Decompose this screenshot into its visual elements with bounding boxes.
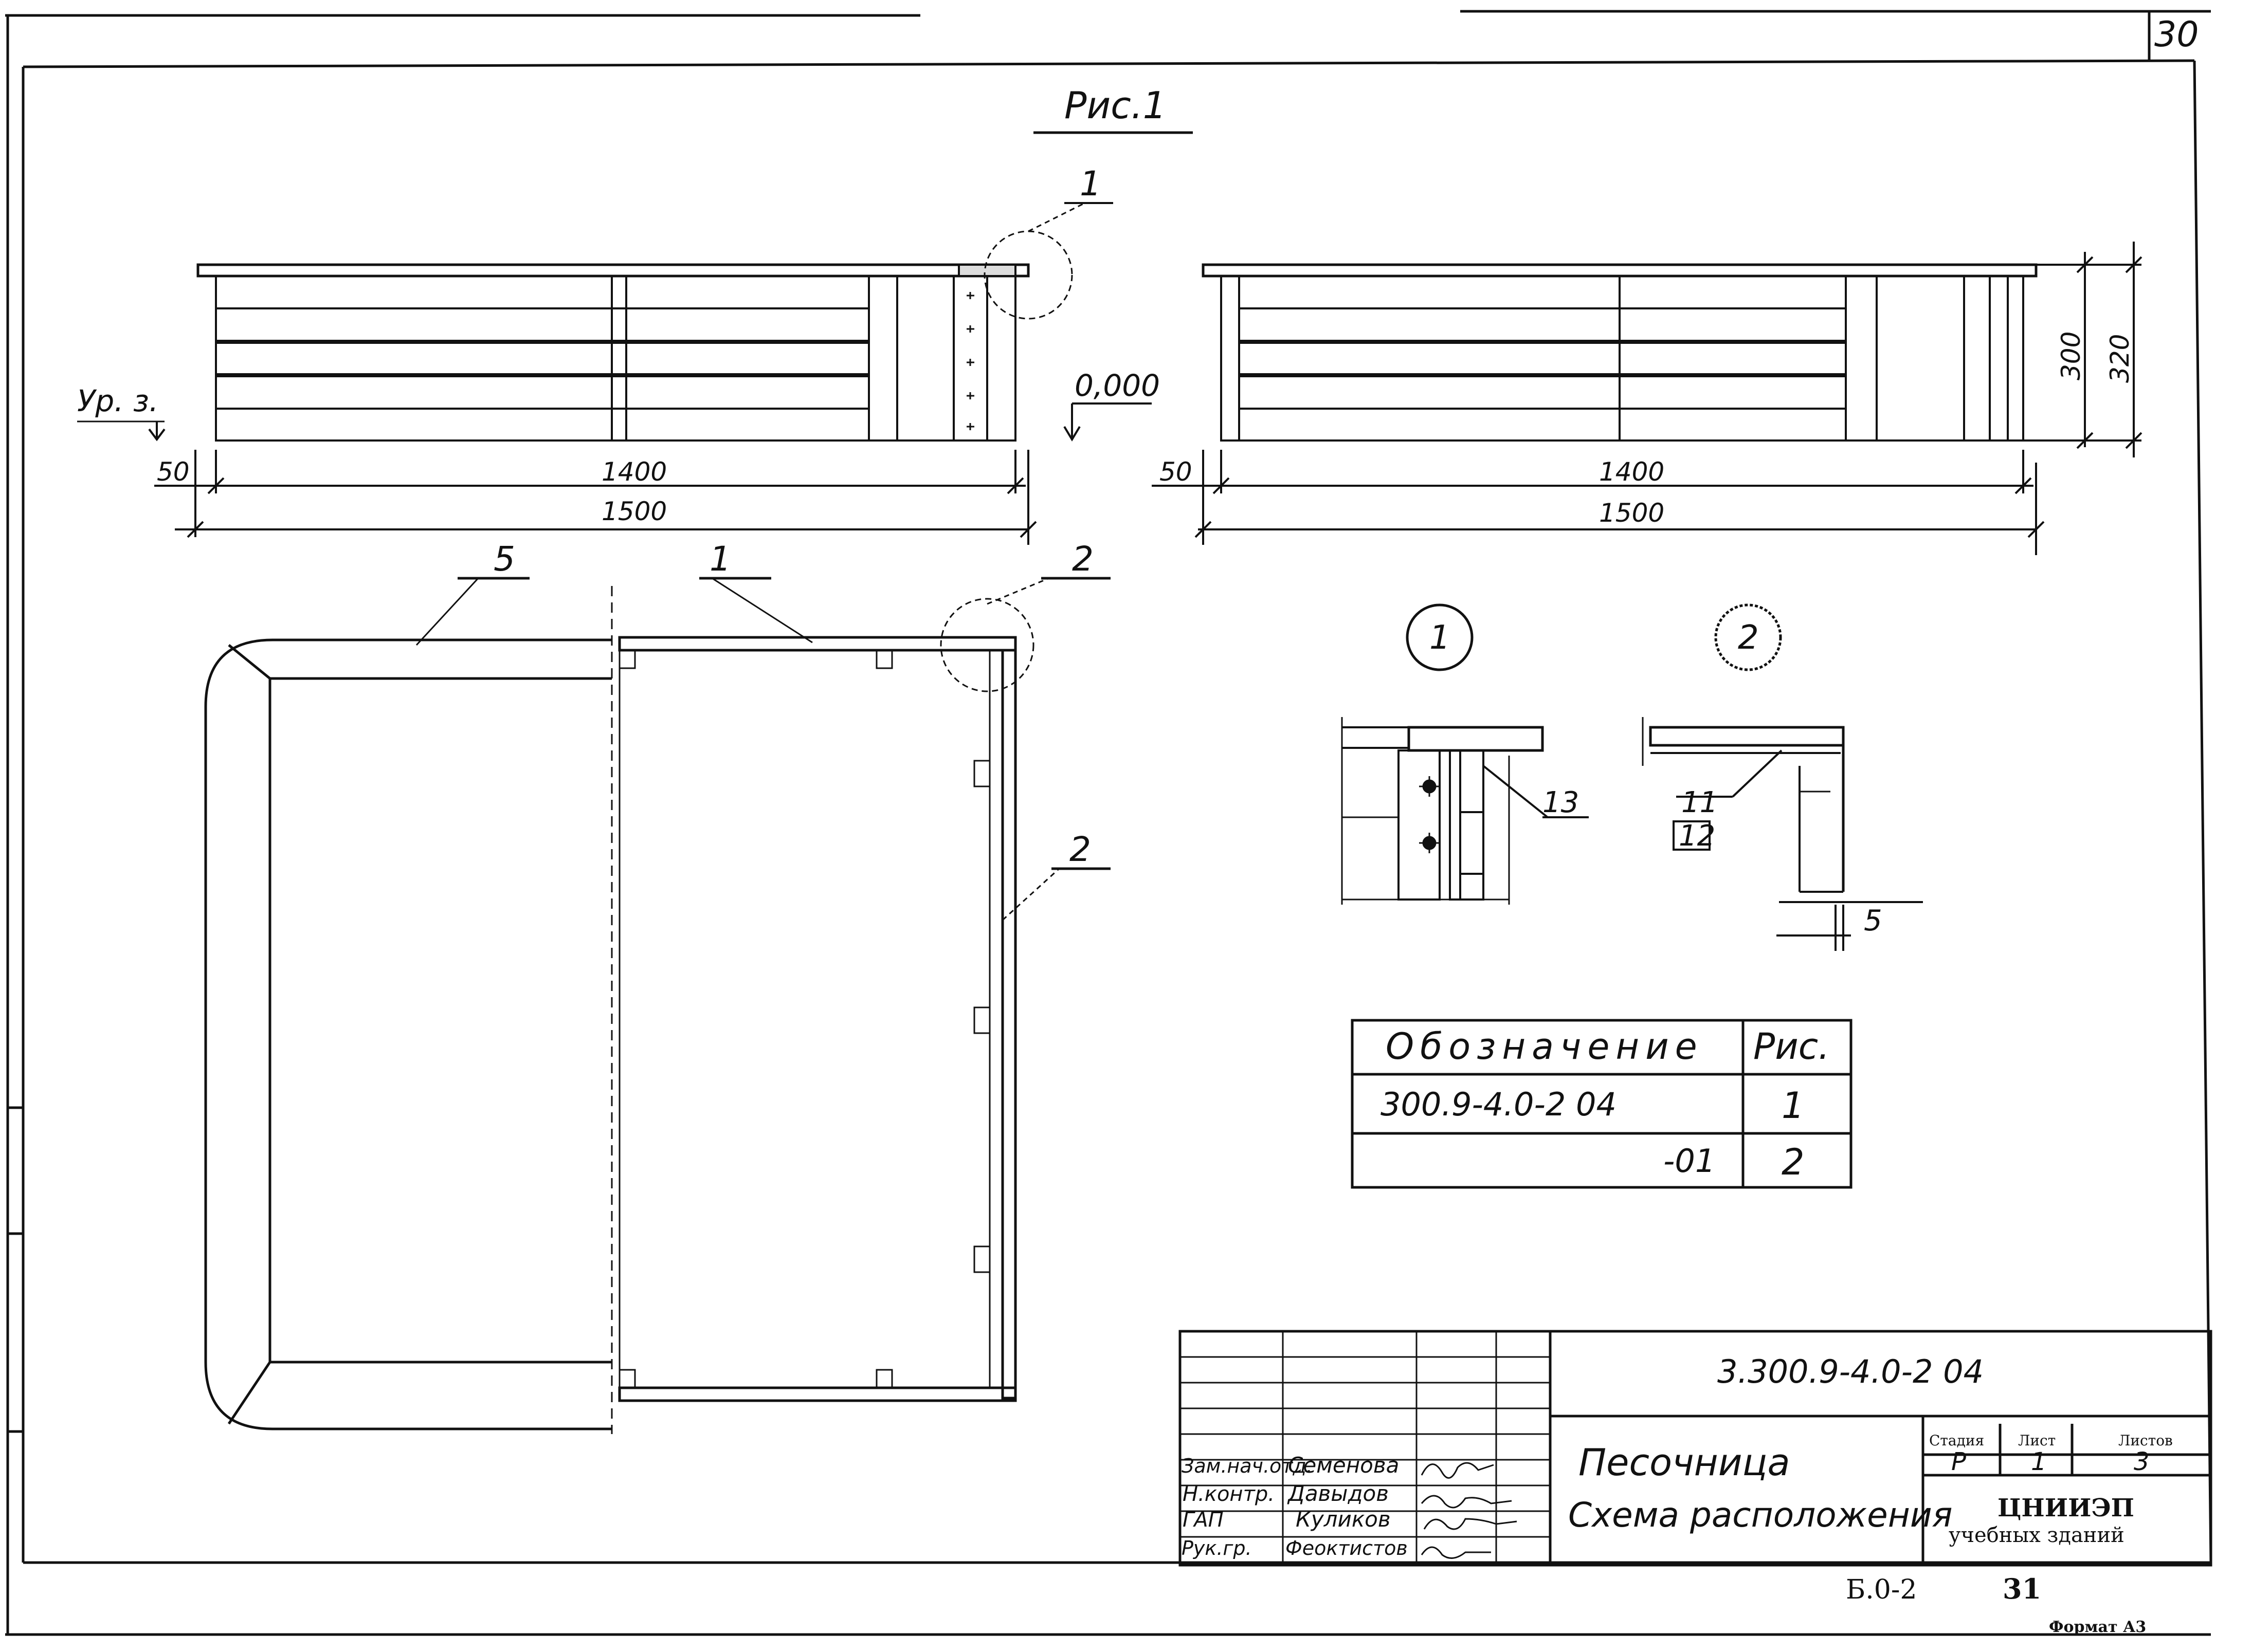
spec-header-figure: Рис. [1753,1025,1829,1068]
detail-1-screws [1419,776,1440,853]
spec-row-1-figure: 1 [1782,1085,1805,1127]
title-name-2: Давыдов [1287,1481,1389,1506]
zero-level-label: 0,000 [1075,368,1160,403]
title-name-3: Куликов [1296,1507,1391,1532]
figure-title: Рис.1 [1064,84,1167,127]
plan-leader-2-top: 2 [1072,539,1094,579]
title-role-2: Н.контр. [1183,1482,1275,1506]
detail-item-13: 13 [1542,786,1579,819]
detail-item-12: 12 [1679,819,1715,853]
front-elevation [77,202,1152,545]
signature-marks [1421,1462,1517,1559]
spec-row-1-designation: 300.9-4.0-2 04 [1381,1086,1617,1123]
side-dim-height-320: 320 [2105,334,2135,383]
stage-label: Стадия [1929,1432,1984,1449]
spec-row-2-designation: -01 [1663,1142,1715,1180]
plan-leader-5: 5 [494,539,515,579]
side-dim-50: 50 [1159,457,1192,487]
detail-2-mark: 2 [1738,619,1759,657]
sheet-frame [5,10,2212,1636]
side-dim-height-300: 300 [2056,332,2086,380]
detail-2 [1642,603,1923,951]
page-number: 30 [2154,14,2199,55]
sheets-label: Листов [2118,1432,2173,1449]
ground-level-label: Ур. з. [77,383,158,418]
org-subtitle: учебных зданий [1949,1523,2124,1547]
front-dim-1500: 1500 [602,497,667,526]
detail-gap-5: 5 [1864,904,1882,938]
spec-table [1351,1019,1853,1189]
org-name: ЦНИИЭП [1997,1494,2134,1522]
title-role-3: ГАП [1183,1508,1224,1532]
front-dim-50: 50 [157,457,190,487]
sheet-title: Схема расположения [1568,1495,1953,1535]
footer-page: 31 [2003,1572,2041,1605]
side-dim-1500: 1500 [1599,498,1664,528]
title-block-signature-grid [1180,1331,1550,1565]
footer-series: Б.0-2 [1846,1574,1917,1605]
plan-leader-1: 1 [710,539,731,579]
title-name-4: Феоктистов [1285,1537,1408,1559]
sheet-label: Лист [2018,1432,2056,1449]
plan-view [204,577,1111,1434]
spec-row-2-figure: 2 [1782,1141,1805,1183]
sheets-value: 3 [2134,1447,2150,1476]
title-block [1178,1330,2212,1567]
front-dim-1400: 1400 [602,457,667,487]
title-role-1: Зам.нач.отд. [1182,1455,1313,1477]
document-code: 3.300.9-4.0-2 04 [1717,1353,1984,1390]
plan-leader-2-side: 2 [1069,830,1091,869]
title-role-4: Рук.гр. [1182,1537,1252,1559]
spec-header-designation: Обозначение [1386,1025,1703,1068]
sheet-value: 1 [2031,1447,2047,1476]
front-callout-1: 1 [1080,164,1101,204]
product-name: Песочница [1578,1441,1790,1484]
detail-item-11: 11 [1681,786,1718,819]
side-elevation [1152,242,2142,555]
title-name-1: Семенова [1288,1453,1399,1478]
side-dim-1400: 1400 [1599,457,1664,487]
stage-value: Р [1951,1447,1966,1476]
front-panel-crosses [967,292,974,430]
format-label: Формат А3 [2049,1618,2146,1636]
detail-1-mark: 1 [1429,619,1450,657]
detail-1 [1341,603,1589,905]
